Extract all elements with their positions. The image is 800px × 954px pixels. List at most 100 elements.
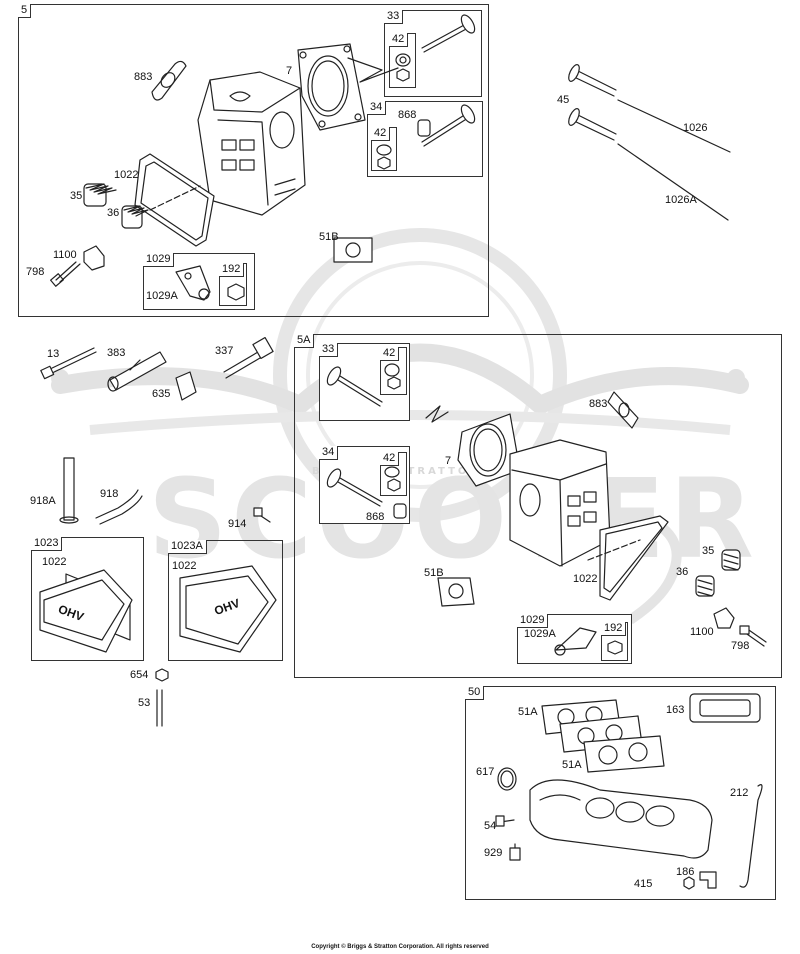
part-1023A-valve-cover[interactable] [179,565,277,653]
part-33-valve-top[interactable] [421,13,477,53]
label-7-bottom: 7 [445,455,452,467]
label-13: 13 [47,348,60,360]
label-51A-bottom: 51A [562,759,582,771]
part-34-valve-bottom[interactable] [325,467,383,507]
part-35-spring[interactable] [83,183,117,207]
part-34-valve-top[interactable] [421,103,477,147]
part-1029A-rocker-arm[interactable] [175,265,211,301]
part-1100-stud-bottom[interactable] [713,607,735,629]
part-1022-gasket-bottom[interactable] [599,515,669,601]
part-42-seal-top[interactable] [395,53,411,82]
label-1026: 1026 [683,122,708,134]
label-7: 7 [286,65,293,77]
label-1026A: 1026A [665,194,697,206]
part-212-rod[interactable] [739,784,763,888]
label-929: 929 [484,847,503,859]
part-186-elbow[interactable] [699,871,717,889]
group-50-frame [465,686,776,900]
part-intake-manifold[interactable] [529,779,713,859]
label-1029A-bottom: 1029A [524,628,556,640]
label-1022-bottom: 1022 [573,573,598,585]
part-383-breather[interactable] [107,351,167,392]
part-45-tappet[interactable] [567,63,617,141]
part-868-collet-top[interactable] [417,119,431,137]
label-383: 383 [107,347,126,359]
part-798-bolt-bottom[interactable] [739,625,767,647]
label-1022-left: 1022 [42,556,67,568]
label-51B-bottom: 51B [424,567,444,579]
part-1026A-pushrod[interactable] [617,143,729,221]
label-918: 918 [100,488,119,500]
label-868-bottom: 868 [366,511,385,523]
part-13-bolt[interactable] [40,347,97,380]
part-883-gasket-bottom[interactable] [607,391,639,429]
part-cylinder-head[interactable] [197,71,306,216]
part-51B-gasket-bottom[interactable] [437,577,475,607]
box-42-bottom-2-tag: 42 [380,452,400,466]
part-7-head-gasket-bottom[interactable] [457,413,521,487]
box-192-top-tag: 192 [219,263,245,277]
label-918A: 918A [30,495,56,507]
part-42-seal-top-2[interactable] [376,144,392,170]
group-1023A-tag: 1023A [168,540,207,554]
part-918-hose[interactable] [95,489,143,525]
label-36: 36 [107,207,120,219]
label-51B: 51B [319,231,339,243]
part-929-fitting[interactable] [509,843,521,861]
box-34-bottom-tag: 34 [319,446,339,460]
part-53-stud[interactable] [156,689,163,727]
label-654: 654 [130,669,149,681]
label-1100-bottom: 1100 [690,626,714,638]
part-33-valve-bottom[interactable] [325,365,383,407]
label-54: 54 [484,820,497,832]
part-36-spring-bottom[interactable] [695,575,715,597]
box-33-bottom-tag: 33 [319,343,339,357]
box-33-top-tag: 33 [384,10,404,24]
label-35-bottom: 35 [702,545,715,557]
part-cylinder-head-bottom[interactable] [509,439,611,567]
part-918A-dipstick-tube[interactable] [59,457,79,524]
part-54-screw[interactable] [495,815,515,827]
part-51A-gasket-3[interactable] [583,735,665,773]
label-1022: 1022 [114,169,139,181]
part-163-gasket[interactable] [689,693,761,723]
part-1026-pushrod[interactable] [617,99,731,153]
part-798-bolt[interactable] [49,261,81,287]
group-1023-frame [31,537,144,661]
part-42-seal-bottom[interactable] [384,363,401,390]
group-5A-frame [294,334,782,678]
label-798-bottom: 798 [731,640,750,652]
part-883-gasket[interactable] [151,60,187,101]
label-868: 868 [398,109,417,121]
label-1029A: 1029A [146,290,178,302]
part-654-nut[interactable] [155,668,169,682]
part-7-head-gasket[interactable] [297,43,366,131]
part-42-seal-bottom-2[interactable] [384,466,401,492]
part-1023-valve-cover[interactable] [39,569,133,653]
part-415-nut[interactable] [683,876,695,890]
box-192-bottom-tag: 192 [601,622,627,636]
label-1100: 1100 [53,249,77,261]
part-192-nut-top[interactable] [227,283,245,301]
label-798: 798 [26,266,45,278]
part-914-screw[interactable] [253,507,271,523]
label-914: 914 [228,518,247,530]
part-1100-stud[interactable] [83,245,105,271]
box-1029-bottom-tag: 1029 [517,614,549,628]
part-337-spark-plug[interactable] [223,336,274,379]
part-635-boot[interactable] [175,371,197,401]
group-5-tag: 5 [18,4,32,18]
part-617-o-ring[interactable] [497,767,517,791]
group-1023-tag: 1023 [31,537,63,551]
part-1029A-rocker-arm-bottom[interactable] [554,627,597,656]
part-1022-gasket[interactable] [134,153,215,247]
part-868-collet-bottom[interactable] [393,503,407,519]
part-51B-gasket-top[interactable] [333,237,373,263]
group-1023A-frame [168,540,283,661]
part-35-spring-bottom[interactable] [721,549,741,571]
part-192-nut-bottom[interactable] [607,640,623,655]
part-36-spring[interactable] [121,205,149,229]
box-42-top-2-tag: 42 [371,127,391,141]
